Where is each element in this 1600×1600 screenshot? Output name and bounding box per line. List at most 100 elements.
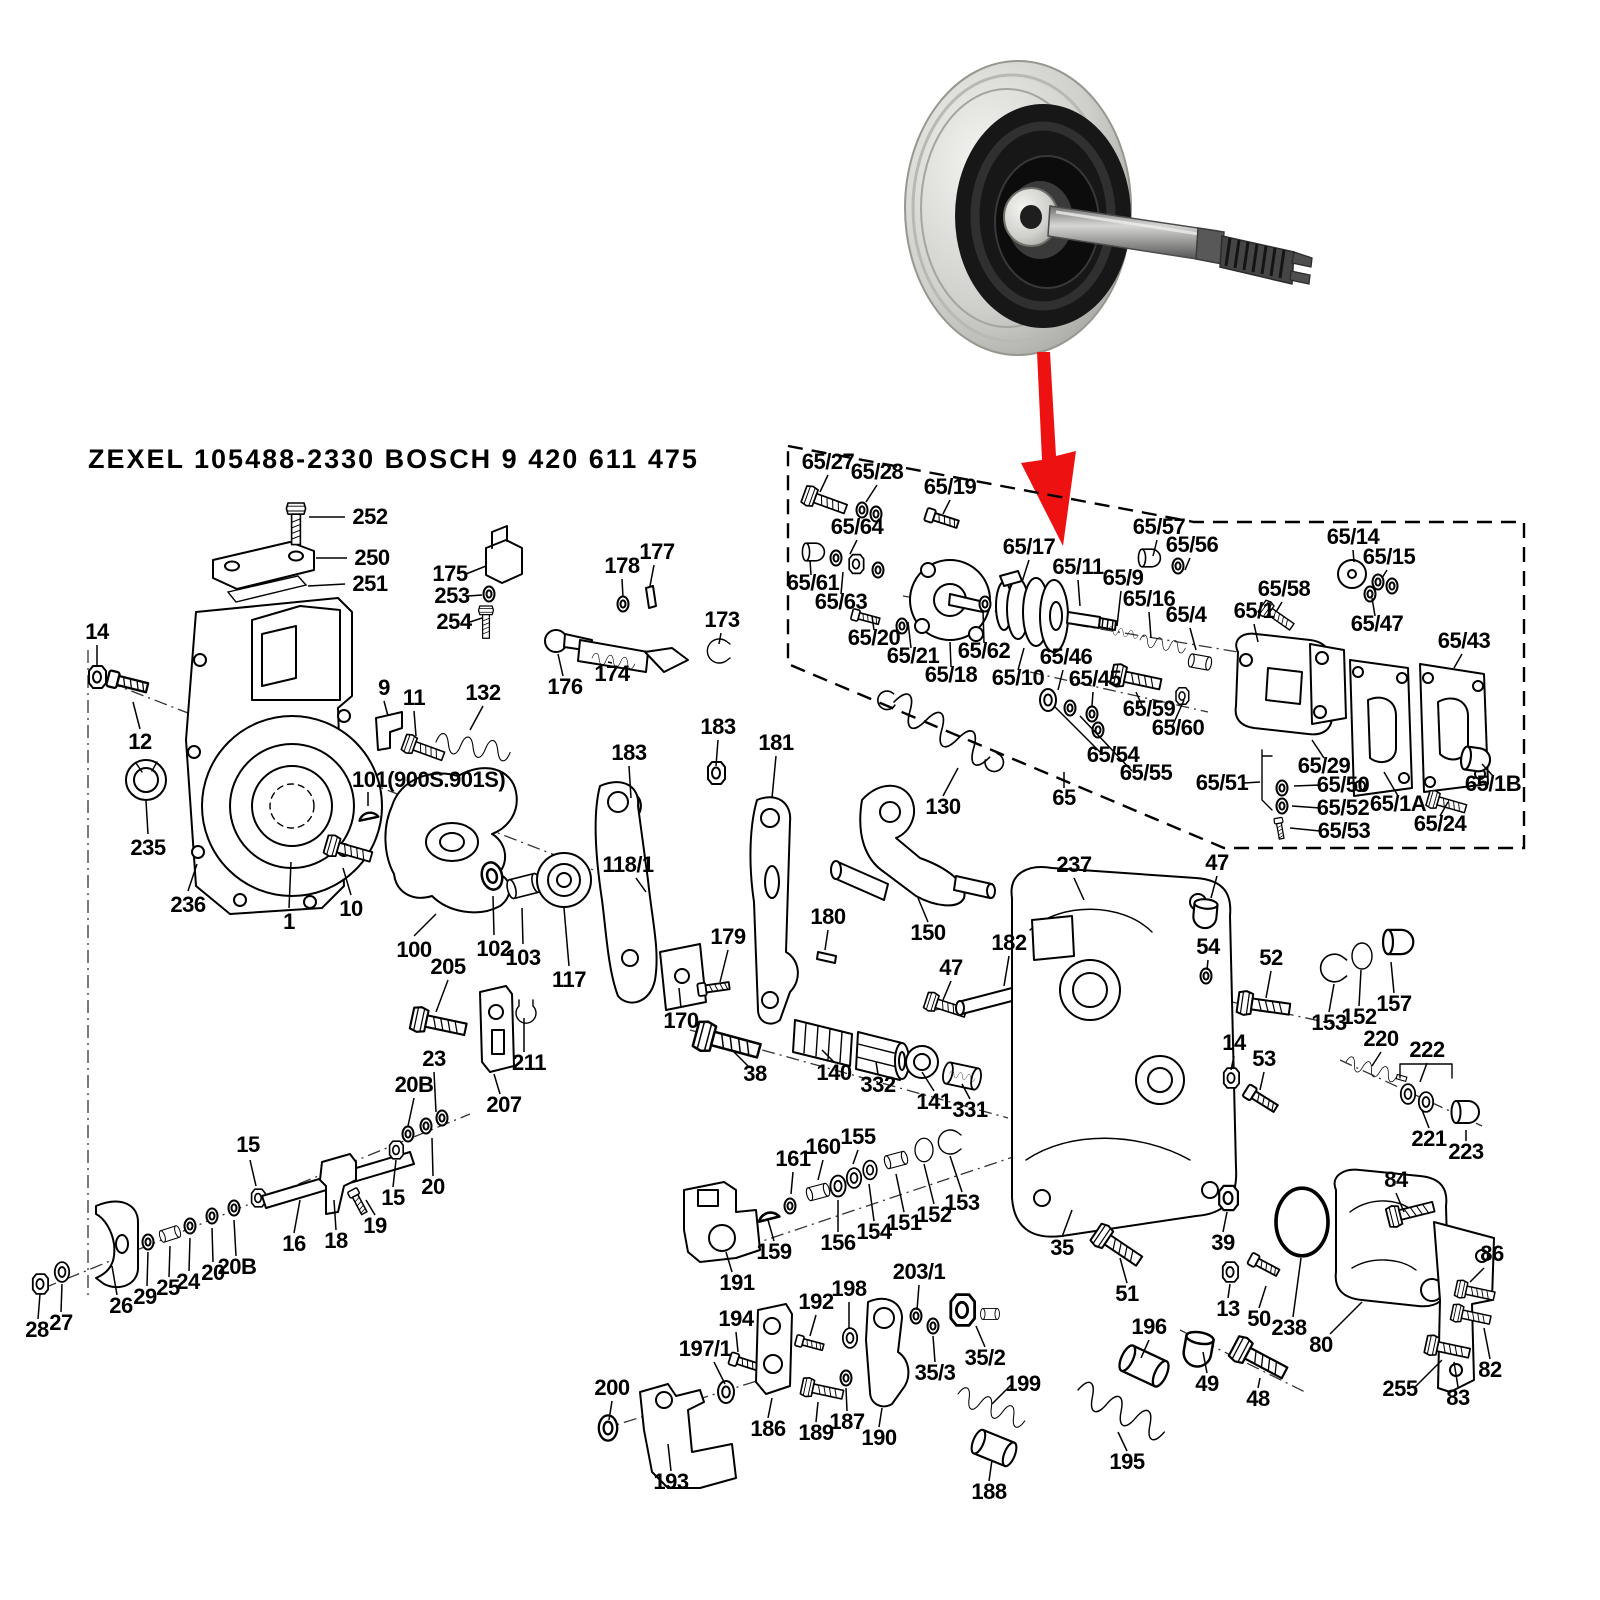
leader-line <box>942 767 959 797</box>
part-49-plug <box>1180 1328 1216 1370</box>
part-140-boot <box>792 1019 853 1067</box>
part-250-cover-plate <box>212 541 315 590</box>
part-187-washer <box>839 1369 853 1387</box>
leader-line <box>1469 1267 1485 1283</box>
part-label-152: 152 <box>1341 1004 1376 1029</box>
leader-line <box>771 755 777 799</box>
leader-line <box>1358 969 1362 1007</box>
leader-line <box>1381 569 1388 579</box>
part-205-bolt <box>408 1004 470 1043</box>
part-65-1a-gasket <box>1349 659 1413 797</box>
leader-line <box>413 913 437 937</box>
part-153-snap <box>937 1129 962 1155</box>
part-65-11-shaft <box>1066 611 1117 631</box>
part-65-51-pin <box>1261 749 1289 841</box>
part-207-plate <box>479 985 515 1073</box>
part-65-16-spring <box>1138 633 1187 655</box>
part-label-16: 16 <box>282 1231 306 1256</box>
part-label-14: 14 <box>85 619 110 644</box>
leader-line <box>895 1173 905 1213</box>
part-label-100: 100 <box>396 937 431 962</box>
part-170-lever-bar <box>659 943 707 1011</box>
leader-line <box>942 499 951 515</box>
part-label-222: 222 <box>1409 1037 1444 1062</box>
part-label-1: 1 <box>283 909 295 934</box>
part-14-nut <box>88 665 107 689</box>
part-47-plug-top <box>1191 897 1219 931</box>
leader-line <box>819 474 829 493</box>
part-65-60-nut <box>1175 687 1190 705</box>
part-label-176: 176 <box>547 674 582 699</box>
leader-line <box>433 1071 437 1113</box>
part-label-211: 211 <box>512 1050 546 1075</box>
leader-line <box>1184 557 1191 571</box>
part-label-65/43: 65/43 <box>1438 628 1491 653</box>
part-50-screw <box>1246 1251 1282 1280</box>
part-label-65/52: 65/52 <box>1317 795 1370 820</box>
leader-line <box>1352 549 1355 563</box>
part-label-11: 11 <box>403 685 426 710</box>
part-label-65/18: 65/18 <box>925 662 978 687</box>
part-label-65/60: 65/60 <box>1152 715 1205 740</box>
leader-line <box>840 571 844 595</box>
leader-line <box>469 617 483 623</box>
part-12-stud <box>104 669 151 697</box>
leader-line <box>932 1335 936 1363</box>
part-200-washer <box>597 1414 619 1442</box>
part-203-1-washer <box>909 1307 923 1325</box>
part-label-180: 180 <box>810 904 845 929</box>
leader-line <box>815 1401 819 1423</box>
part-157-plug <box>1381 928 1415 956</box>
part-label-181: 181 <box>758 730 793 755</box>
part-label-65/47: 65/47 <box>1351 611 1404 636</box>
part-193-bracket-lever <box>639 1383 737 1489</box>
leader-line <box>790 1171 794 1195</box>
part-label-197/1: 197/1 <box>679 1336 732 1361</box>
part-192-screw <box>793 1333 826 1354</box>
leader-line <box>735 1331 739 1353</box>
part-label-52: 52 <box>1259 945 1283 970</box>
leader-line <box>621 578 624 598</box>
part-label-189: 189 <box>798 1420 833 1445</box>
part-label-220: 220 <box>1363 1026 1398 1051</box>
part-65-46-washer <box>1039 688 1057 712</box>
leader-line <box>628 765 632 799</box>
part-label-188: 188 <box>971 1479 1006 1504</box>
part-label-49: 49 <box>1195 1371 1219 1396</box>
leader-line <box>821 1049 835 1063</box>
leader-line <box>1021 559 1030 583</box>
part-331-plunger <box>940 1060 984 1092</box>
part-29-washer <box>141 1233 155 1251</box>
part-65-19-screw <box>922 506 961 532</box>
part-label-331: 331 <box>952 1097 987 1122</box>
part-label-83: 83 <box>1446 1385 1470 1410</box>
leader-line <box>1206 959 1209 971</box>
leader-line <box>365 1199 376 1216</box>
leader-line <box>845 1387 848 1412</box>
part-1-pump-housing <box>185 597 383 915</box>
part-label-157: 157 <box>1376 991 1411 1016</box>
part-label-35/2: 35/2 <box>965 1345 1006 1370</box>
part-label-65/15: 65/15 <box>1363 544 1416 569</box>
part-177-pin <box>645 585 657 609</box>
leader-line <box>60 1283 63 1313</box>
part-198-washer <box>841 1327 859 1349</box>
part-65-10-flyweight <box>995 577 1069 653</box>
leader-line <box>871 615 875 631</box>
part-label-54: 54 <box>1196 934 1221 959</box>
part-18-tee-joint <box>319 1153 357 1215</box>
part-label-25: 25 <box>156 1275 180 1300</box>
part-label-65/51: 65/51 <box>1196 770 1249 795</box>
part-181-lever <box>749 796 799 1025</box>
part-label-196: 196 <box>1131 1314 1166 1339</box>
part-186-plate <box>755 1303 793 1395</box>
part-152-oring <box>914 1137 934 1163</box>
leader-line <box>1291 805 1321 809</box>
leader-line <box>865 484 878 503</box>
part-label-35/3: 35/3 <box>915 1360 956 1385</box>
leader-line <box>1257 1377 1261 1389</box>
part-label-205: 205 <box>430 954 465 979</box>
part-label-65/54: 65/54 <box>1087 742 1141 767</box>
leader-line <box>187 863 198 892</box>
